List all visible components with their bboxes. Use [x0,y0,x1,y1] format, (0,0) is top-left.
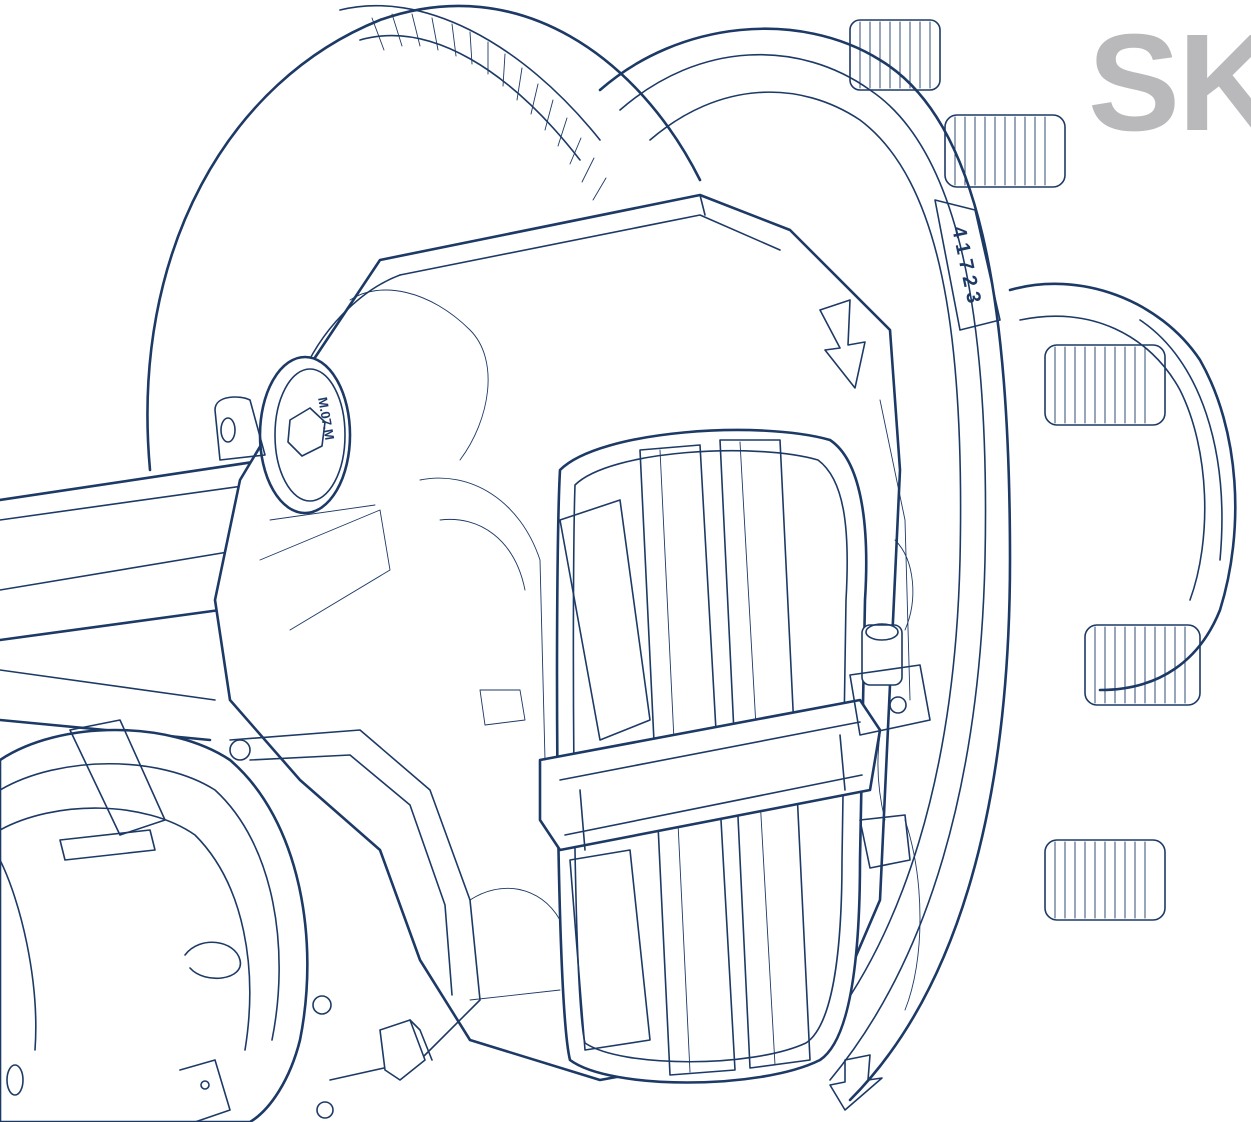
caliper-contours [259,289,921,1011]
guide-pin-cap: M.07.M [214,355,352,515]
brake-disc [146,4,702,472]
brake-caliper [213,193,902,1111]
rotor-marking-plate: 4 1 7 2 3 [934,199,1001,331]
wear-sensor [849,623,931,869]
caliper-plug-marking: M.07.M [315,396,337,441]
brand-wordmark: SK [1088,14,1251,152]
wheel-studs [849,19,1201,921]
